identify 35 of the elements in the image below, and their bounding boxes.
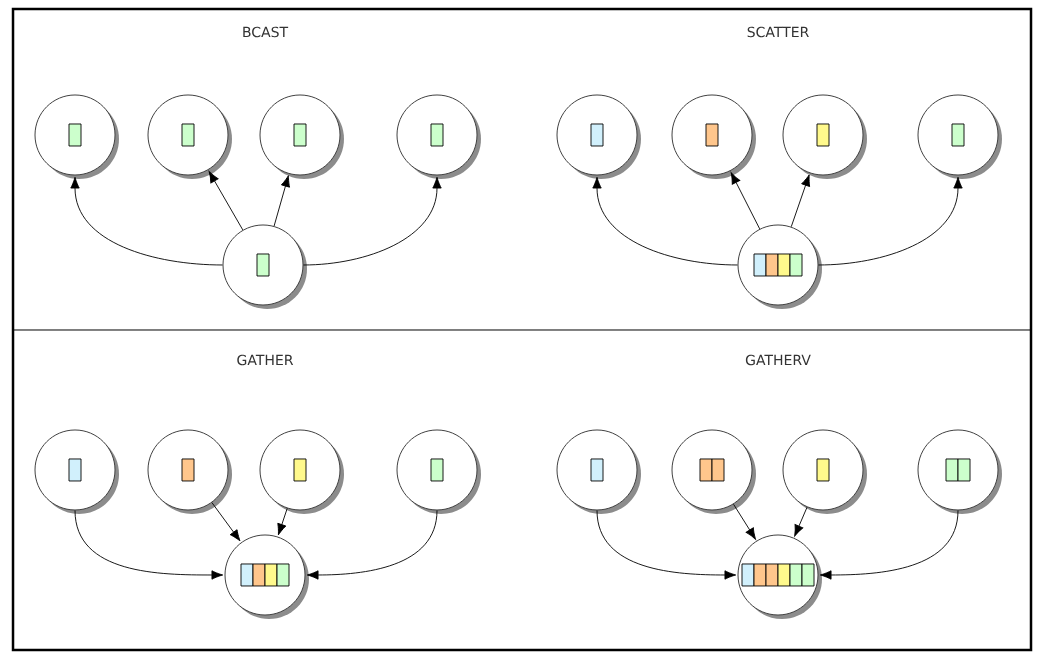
arrow [733, 503, 756, 540]
process-circle [556, 429, 641, 514]
arrow [819, 510, 959, 580]
arrow [818, 176, 963, 266]
arrow [794, 506, 808, 537]
process-circle [147, 429, 232, 514]
arrow [208, 171, 244, 231]
panel-title: GATHER [237, 354, 294, 366]
arrow [277, 507, 288, 536]
panel-title: GATHERV [745, 354, 811, 366]
process-circle [556, 94, 641, 179]
panel-title: BCAST [243, 26, 289, 38]
arrow [306, 510, 438, 580]
process-circle [34, 94, 119, 179]
process-circle [147, 94, 232, 179]
process-circle [782, 429, 867, 514]
arrow [74, 510, 224, 580]
arrow [303, 176, 442, 266]
arrow [596, 510, 737, 580]
process-circle [396, 94, 481, 179]
process-circle [222, 224, 307, 309]
arrow [790, 174, 811, 228]
arrow [730, 172, 761, 230]
arrow [592, 176, 738, 266]
process-circle [34, 429, 119, 514]
arrow [273, 175, 290, 227]
process-circle [259, 429, 344, 514]
process-circle [917, 94, 1002, 179]
arrow [70, 176, 223, 266]
process-circle [671, 94, 756, 179]
process-circle [396, 429, 481, 514]
panel-title: SCATTER [747, 26, 809, 38]
process-circle [782, 94, 867, 179]
arrow [211, 502, 241, 542]
process-circle [259, 94, 344, 179]
